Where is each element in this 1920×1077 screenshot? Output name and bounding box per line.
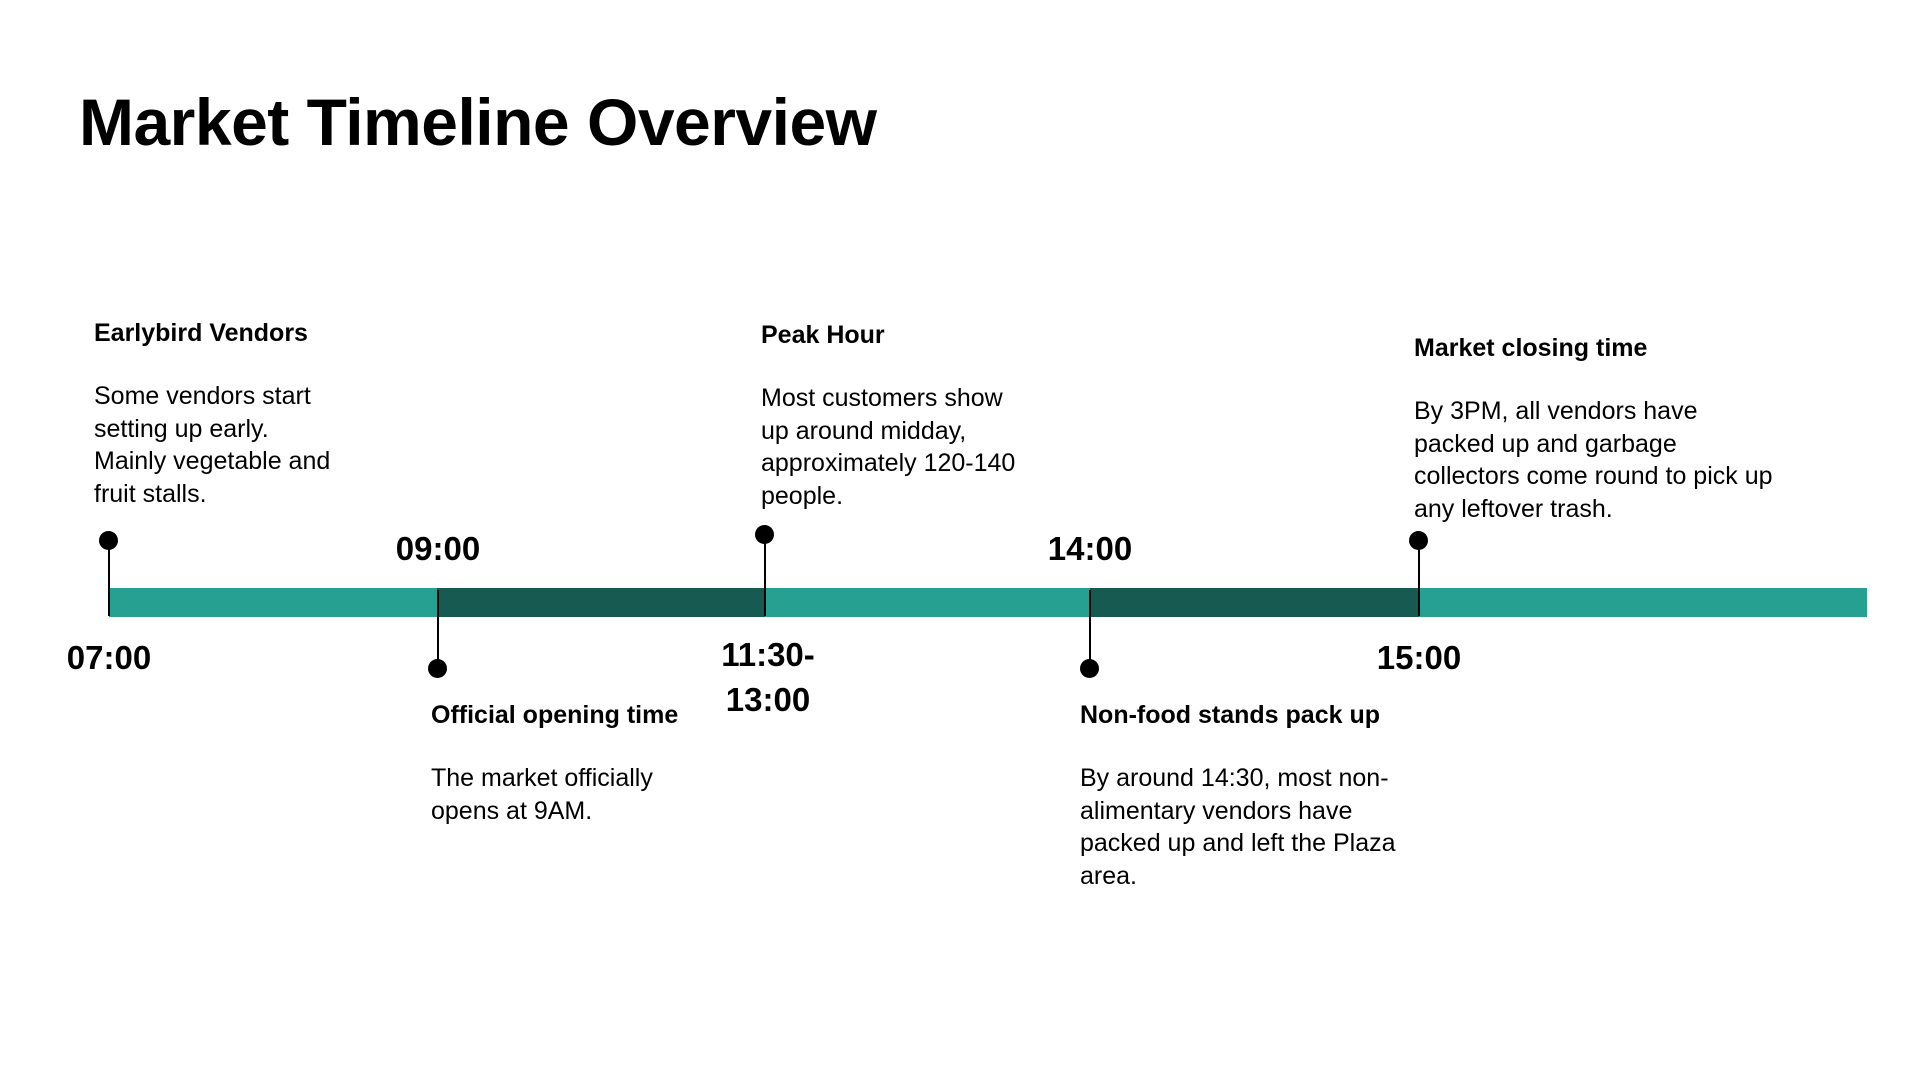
- time-label-peak: 11:30- 13:00: [721, 636, 815, 718]
- event-description: Some vendors start setting up early. Mai…: [94, 382, 331, 508]
- event-title: Earlybird Vendors: [94, 319, 308, 347]
- event-non-food-pack-up: Non-food stands pack up By around 14:30,…: [1080, 700, 1396, 892]
- timeline-segment-closing: [1419, 588, 1867, 617]
- timeline-segment-afternoon: [1090, 588, 1419, 617]
- event-description: Most customers show up around midday, ap…: [761, 384, 1016, 510]
- event-description: By 3PM, all vendors have packed up and g…: [1414, 397, 1773, 523]
- event-official-opening: Official opening time The market officia…: [431, 700, 731, 827]
- marker-dot-1500: [1409, 531, 1428, 550]
- timeline-segment-morning: [437, 588, 765, 617]
- event-description: The market officially opens at 9AM.: [431, 764, 653, 825]
- marker-dot-0900: [428, 659, 447, 678]
- event-description: By around 14:30, most non-alimentary ven…: [1080, 764, 1396, 890]
- event-peak-hour: Peak Hour Most customers show up around …: [761, 320, 1061, 512]
- timeline-segment-early: [109, 588, 437, 617]
- event-title: Market closing time: [1414, 334, 1648, 362]
- event-title: Official opening time: [431, 701, 679, 729]
- time-label-1400: 14:00: [1047, 530, 1133, 567]
- marker-dot-peak: [755, 525, 774, 544]
- event-earlybird-vendors: Earlybird Vendors Some vendors start set…: [94, 318, 394, 510]
- marker-stem-1400: [1089, 590, 1091, 667]
- marker-stem-0700: [108, 548, 110, 616]
- time-label-0700: 07:00: [66, 639, 152, 676]
- marker-dot-1400: [1080, 659, 1099, 678]
- time-label-1500: 15:00: [1376, 639, 1462, 676]
- event-title: Peak Hour: [761, 321, 885, 349]
- marker-stem-1500: [1418, 548, 1420, 616]
- event-title: Non-food stands pack up: [1080, 701, 1380, 729]
- marker-stem-0900: [437, 590, 439, 667]
- marker-stem-peak: [764, 542, 766, 616]
- page-title: Market Timeline Overview: [79, 85, 877, 159]
- event-market-closing: Market closing time By 3PM, all vendors …: [1414, 333, 1773, 525]
- marker-dot-0700: [99, 531, 118, 550]
- timeline-segment-peak: [765, 588, 1090, 617]
- time-label-0900: 09:00: [395, 530, 481, 567]
